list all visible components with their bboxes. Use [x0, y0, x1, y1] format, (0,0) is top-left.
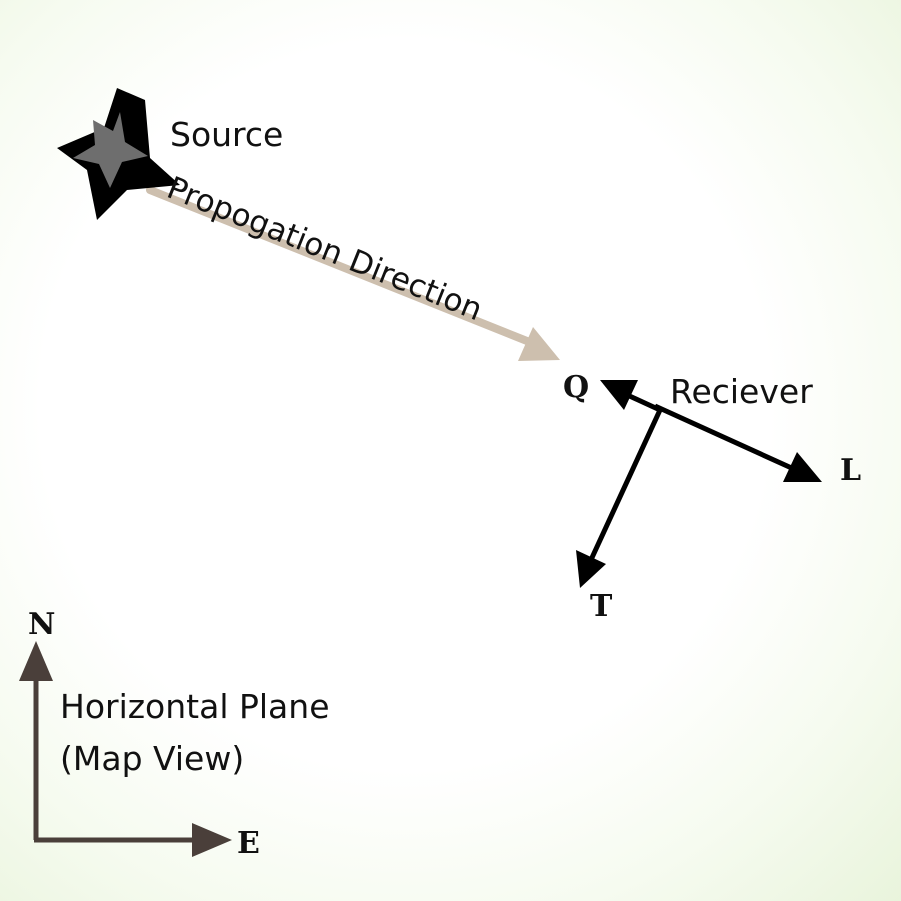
- receiver-axes: [576, 380, 822, 588]
- l-arrowhead: [783, 452, 822, 482]
- propagation-label-path: Propogation Direction: [162, 170, 487, 328]
- axis-q-label: Q: [563, 370, 589, 405]
- axis-t-label: T: [590, 589, 613, 624]
- source-label: Source: [170, 115, 283, 154]
- propagation-arrow: [146, 186, 560, 361]
- north-arrowhead: [19, 641, 53, 681]
- plane-subtitle: (Map View): [60, 739, 244, 778]
- receiver-label: Reciever: [670, 372, 813, 411]
- axis-l-label: L: [840, 453, 861, 488]
- compass-north-label: N: [28, 607, 55, 642]
- propagation-label: Propogation Direction: [162, 170, 487, 328]
- compass-east-label: E: [237, 826, 260, 861]
- t-arrowhead: [576, 550, 606, 588]
- q-arrowhead: [600, 380, 638, 410]
- source-star-icon: [57, 88, 180, 220]
- east-arrowhead: [192, 823, 232, 857]
- plane-title: Horizontal Plane: [60, 687, 330, 726]
- compass: [19, 641, 232, 857]
